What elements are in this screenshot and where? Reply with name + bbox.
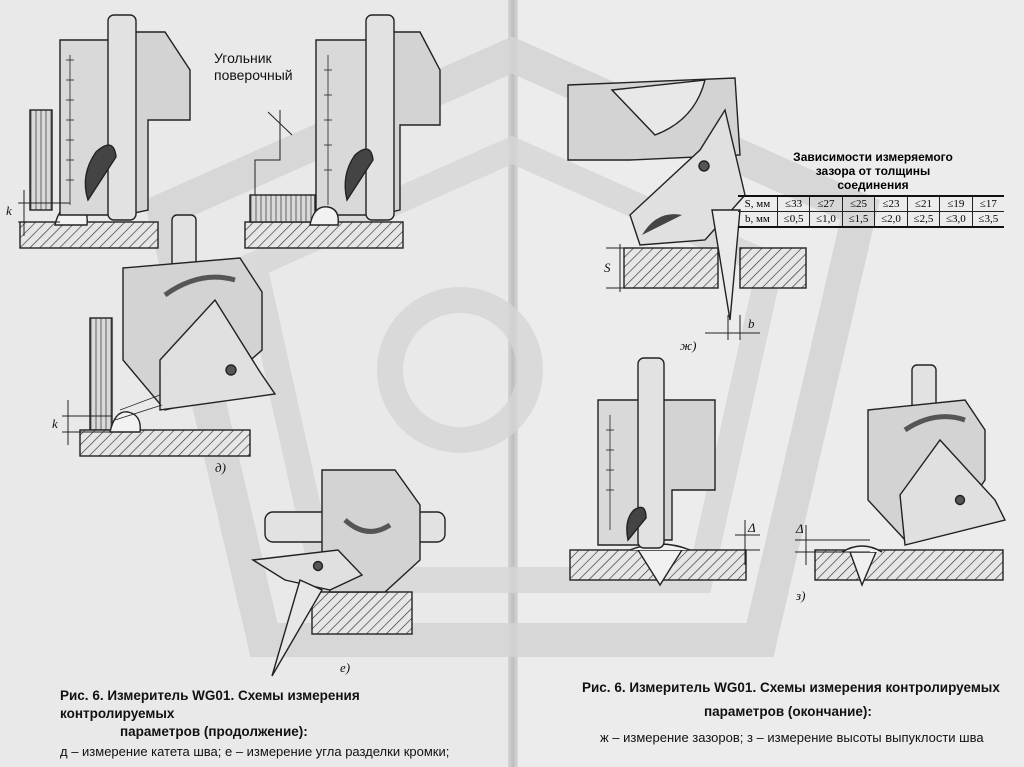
label-delta-left: Δ	[747, 520, 756, 535]
fig-top-left	[18, 14, 191, 249]
table-cell: ≤19	[939, 195, 973, 212]
label-k-top: k	[6, 203, 12, 218]
table-title: Зависимости измеряемого зазора от толщин…	[738, 150, 1008, 192]
label-k-d: k	[52, 416, 58, 431]
fig-top-right	[244, 14, 441, 249]
gap-dependency-table: Зависимости измеряемого зазора от толщин…	[738, 150, 1008, 228]
fig-d	[62, 214, 277, 457]
caption-left: Рис. 6. Измеритель WG01. Схемы измерения…	[60, 687, 460, 761]
table-cell: ≤25	[841, 195, 875, 212]
callout-line-1: Угольник	[214, 50, 272, 66]
table-row-head: b, мм	[738, 211, 778, 228]
label-fig-z: з)	[795, 588, 805, 603]
caption-left-title-line-1: Рис. 6. Измеритель WG01. Схемы измерения…	[60, 688, 360, 721]
label-fig-e: е)	[340, 660, 350, 675]
table-title-line-1: Зависимости измеряемого	[793, 150, 953, 164]
table-cell: ≤2,5	[906, 211, 940, 228]
caption-right-title-line-2: параметров (окончание):	[704, 704, 872, 719]
table-row-b: b, мм ≤0,5 ≤1,0 ≤1,5 ≤2,0 ≤2,5 ≤3,0 ≤3,5	[738, 211, 1004, 228]
label-S: S	[604, 260, 611, 275]
caption-left-title: Рис. 6. Измеритель WG01. Схемы измерения…	[60, 687, 460, 741]
table-row-S: S, мм ≤33 ≤27 ≤25 ≤23 ≤21 ≤19 ≤17	[738, 195, 1004, 212]
table-cell: ≤17	[971, 195, 1004, 212]
caption-right-description: ж – измерение зазоров; з – измерение выс…	[600, 730, 984, 745]
caption-left-description: д – измерение катета шва; е – измерение …	[60, 744, 450, 759]
fig-e	[250, 469, 446, 677]
table-row-head: S, мм	[738, 195, 778, 212]
table-title-line-2: зазора от толщины	[815, 164, 931, 178]
fig-zh	[567, 77, 807, 340]
label-b: b	[748, 316, 755, 331]
table-cell: ≤0,5	[776, 211, 810, 228]
table-cell: ≤1,5	[841, 211, 875, 228]
label-delta-right: Δ	[795, 521, 804, 536]
caption-right-title-line-1: Рис. 6. Измеритель WG01. Схемы измерения…	[582, 680, 1000, 695]
pentagon-emblem-watermark	[144, 36, 880, 657]
table-cell: ≤33	[776, 195, 810, 212]
fig-z-right	[795, 364, 1007, 587]
table-cell: ≤23	[874, 195, 908, 212]
table-cell: ≤2,0	[874, 211, 908, 228]
table-cell: ≤3,0	[939, 211, 973, 228]
callout-square-label: Угольник поверочный	[214, 50, 293, 84]
caption-left-title-line-2: параметров (продолжение):	[120, 724, 308, 739]
fig-z-left	[569, 357, 760, 587]
table-cell: ≤3,5	[971, 211, 1004, 228]
label-fig-zh: ж)	[680, 338, 696, 353]
caption-right: Рис. 6. Измеритель WG01. Схемы измерения…	[582, 679, 1002, 747]
table-cell: ≤1,0	[809, 211, 843, 228]
caption-right-title: Рис. 6. Измеритель WG01. Схемы измерения…	[582, 679, 1002, 721]
label-fig-d: д)	[215, 460, 226, 475]
table-cell: ≤27	[809, 195, 843, 212]
callout-line-2: поверочный	[214, 67, 293, 83]
book-gutter	[508, 0, 518, 767]
table-cell: ≤21	[906, 195, 940, 212]
table-title-line-3: соединения	[837, 178, 909, 192]
gap-table: S, мм ≤33 ≤27 ≤25 ≤23 ≤21 ≤19 ≤17 b, мм …	[738, 195, 1004, 228]
